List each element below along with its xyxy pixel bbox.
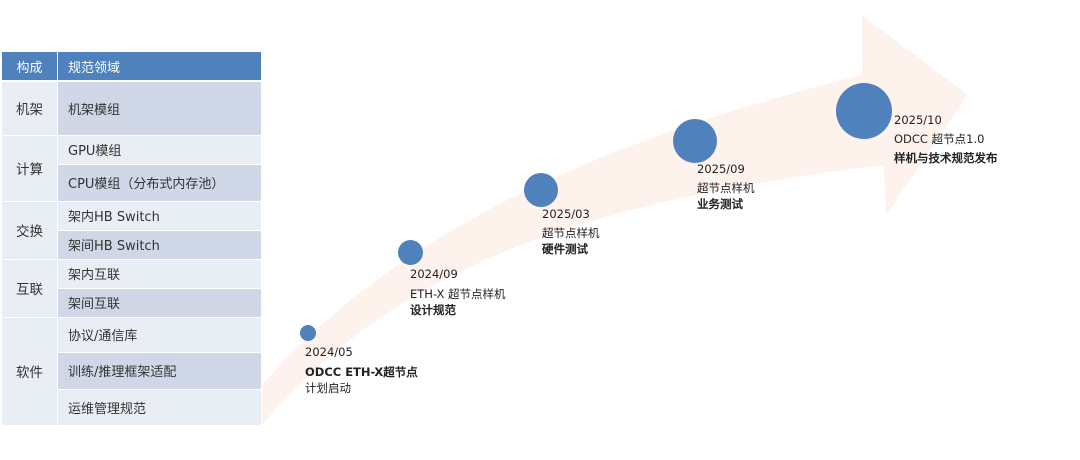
milestone-label: 2025/09 超节点样机 业务测试 bbox=[697, 161, 755, 212]
milestone-line1: 超节点样机 bbox=[697, 181, 755, 195]
spec-item: CPU模组（分布式内存池） bbox=[57, 164, 262, 202]
milestone-date: 2025/10 bbox=[894, 113, 942, 127]
milestone-line2: 业务测试 bbox=[697, 197, 743, 211]
spec-item: 训练/推理框架适配 bbox=[57, 352, 262, 390]
milestone-line1: ODCC 超节点1.0 bbox=[894, 132, 985, 146]
table-row: 互联 架内互联 bbox=[2, 259, 262, 318]
group-software: 软件 bbox=[2, 317, 58, 426]
milestone-line2: 样机与技术规范发布 bbox=[894, 151, 998, 165]
spec-item: 架内互联 bbox=[57, 259, 262, 289]
milestone-dot bbox=[300, 325, 316, 341]
spec-item: 架间互联 bbox=[57, 288, 262, 318]
milestone-label: 2024/05 ODCC ETH-X超节点 计划启动 bbox=[305, 344, 418, 396]
milestone-line2: 设计规范 bbox=[410, 303, 456, 317]
milestone-line1: ODCC ETH-X超节点 bbox=[305, 365, 418, 379]
milestone-line2: 计划启动 bbox=[305, 381, 351, 395]
table-row: 机架 机架模组 bbox=[2, 81, 262, 136]
spec-item: 架内HB Switch bbox=[57, 201, 262, 231]
milestone-line1: ETH-X 超节点样机 bbox=[410, 287, 506, 301]
spec-item: GPU模组 bbox=[57, 135, 262, 165]
spec-item: 协议/通信库 bbox=[57, 317, 262, 353]
table-row: 交换 架内HB Switch bbox=[2, 201, 262, 260]
spec-item: 架间HB Switch bbox=[57, 230, 262, 260]
milestone-label: 2025/03 超节点样机 硬件测试 bbox=[542, 206, 600, 257]
table-header-row: 构成 规范领域 bbox=[2, 52, 262, 82]
group-rack: 机架 bbox=[2, 81, 58, 136]
header-spec-domain: 规范领域 bbox=[57, 52, 262, 82]
group-interconnect: 互联 bbox=[2, 259, 58, 318]
milestone-dot bbox=[524, 173, 558, 207]
milestone-line2: 硬件测试 bbox=[542, 242, 588, 256]
table-row: 架间互联 bbox=[2, 288, 262, 318]
table-row: 架间HB Switch bbox=[2, 230, 262, 260]
milestone-date: 2025/03 bbox=[542, 207, 590, 221]
table-row: 训练/推理框架适配 bbox=[2, 352, 262, 390]
milestone-date: 2024/09 bbox=[410, 267, 458, 281]
table-row: 软件 协议/通信库 bbox=[2, 317, 262, 426]
milestone-label: 2025/10 ODCC 超节点1.0 样机与技术规范发布 bbox=[894, 111, 998, 168]
milestone-dot bbox=[836, 83, 892, 139]
table-row: CPU模组（分布式内存池） bbox=[2, 164, 262, 202]
group-compute: 计算 bbox=[2, 135, 58, 202]
table-row: 计算 GPU模组 bbox=[2, 135, 262, 202]
header-composition: 构成 bbox=[2, 52, 58, 82]
spec-item: 运维管理规范 bbox=[57, 389, 262, 426]
milestone-label: 2024/09 ETH-X 超节点样机 设计规范 bbox=[410, 266, 506, 318]
milestone-dot bbox=[398, 240, 423, 265]
spec-table: 构成 规范领域 机架 机架模组 计算 GPU模组 CPU模组（分布式内存池） 交… bbox=[2, 52, 262, 426]
milestone-dot bbox=[673, 119, 717, 163]
milestone-date: 2025/09 bbox=[697, 162, 745, 176]
milestone-date: 2024/05 bbox=[305, 345, 353, 359]
milestone-line1: 超节点样机 bbox=[542, 226, 600, 240]
group-switch: 交换 bbox=[2, 201, 58, 260]
spec-item: 机架模组 bbox=[57, 81, 262, 136]
table-row: 运维管理规范 bbox=[2, 389, 262, 426]
